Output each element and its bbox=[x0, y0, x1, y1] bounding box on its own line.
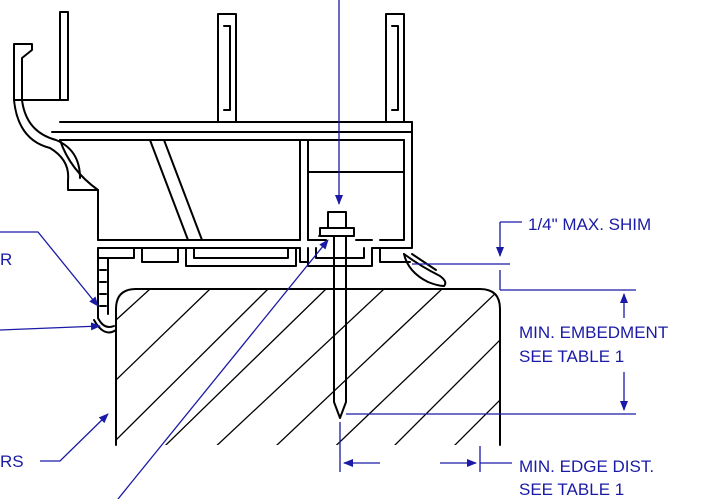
embedment-label-line2: SEE TABLE 1 bbox=[519, 347, 624, 366]
edge-distance-label-line2: SEE TABLE 1 bbox=[519, 480, 624, 499]
left-label-fragment-bottom: RS bbox=[0, 452, 24, 471]
embedment-label-line1: MIN. EMBEDMENT bbox=[519, 323, 668, 342]
dimension-edge-distance bbox=[339, 422, 512, 472]
substrate-block bbox=[115, 288, 501, 446]
window-frame-profile bbox=[13, 11, 447, 334]
fastener-screw bbox=[318, 211, 355, 419]
dimension-shim bbox=[412, 221, 522, 290]
substrate-hatch bbox=[116, 289, 500, 445]
shim-label: 1/4" MAX. SHIM bbox=[528, 215, 651, 234]
edge-distance-label-line1: MIN. EDGE DIST. bbox=[519, 457, 654, 476]
left-label-fragment-top: R bbox=[0, 250, 12, 269]
dimension-embedment bbox=[346, 289, 636, 415]
annotation-leaders bbox=[0, 0, 343, 499]
